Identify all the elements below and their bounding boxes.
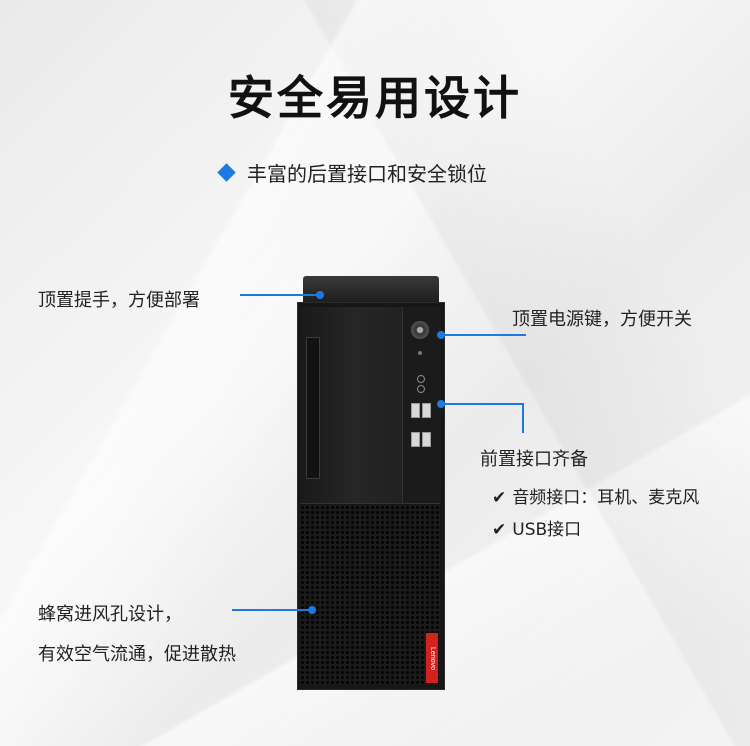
drive-bay bbox=[306, 337, 320, 479]
connector-line bbox=[522, 403, 524, 433]
power-button-icon bbox=[411, 321, 429, 339]
subtitle-text: 丰富的后置接口和安全锁位 bbox=[247, 162, 487, 186]
callout-front-ports-heading: 前置接口齐备 bbox=[480, 449, 588, 470]
connector-dot bbox=[437, 331, 445, 339]
subtitle: 丰富的后置接口和安全锁位 bbox=[217, 158, 487, 187]
mic-jack-icon bbox=[417, 385, 425, 393]
page-title: 安全易用设计 bbox=[228, 71, 522, 125]
pc-tower-image: Lenovo bbox=[297, 276, 445, 690]
connector-dot bbox=[308, 606, 316, 614]
connector-line bbox=[232, 609, 310, 611]
callout-vent-line1: 蜂窝进风孔设计， bbox=[38, 604, 182, 625]
diamond-bullet-icon bbox=[217, 163, 236, 182]
connector-line bbox=[442, 403, 524, 405]
connector-dot bbox=[437, 400, 445, 408]
connector-line bbox=[442, 334, 526, 336]
callout-top-handle: 顶置提手，方便部署 bbox=[38, 290, 200, 311]
usb-port-icon bbox=[422, 403, 431, 418]
front-upper-panel bbox=[300, 307, 441, 504]
pc-body: Lenovo bbox=[297, 302, 445, 690]
connector-line bbox=[240, 294, 318, 296]
top-handle bbox=[303, 276, 439, 304]
connector-dot bbox=[316, 291, 324, 299]
front-port-item: ✔USB接口 bbox=[492, 520, 582, 540]
callout-power-key: 顶置电源键，方便开关 bbox=[512, 309, 692, 330]
checkmark-icon: ✔ bbox=[492, 488, 507, 508]
front-port-item: ✔音频接口：耳机、麦克风 bbox=[492, 488, 700, 508]
power-led bbox=[418, 351, 422, 355]
usb-port-icon bbox=[422, 432, 431, 447]
lenovo-logo: Lenovo bbox=[426, 633, 438, 683]
audio-jack-icon bbox=[417, 375, 425, 383]
usb-port-icon bbox=[411, 432, 420, 447]
checkmark-icon: ✔ bbox=[492, 520, 507, 540]
honeycomb-vent bbox=[300, 505, 440, 685]
callout-vent-line2: 有效空气流通，促进散热 bbox=[38, 644, 236, 665]
front-io-panel bbox=[402, 307, 441, 503]
usb-port-icon bbox=[411, 403, 420, 418]
